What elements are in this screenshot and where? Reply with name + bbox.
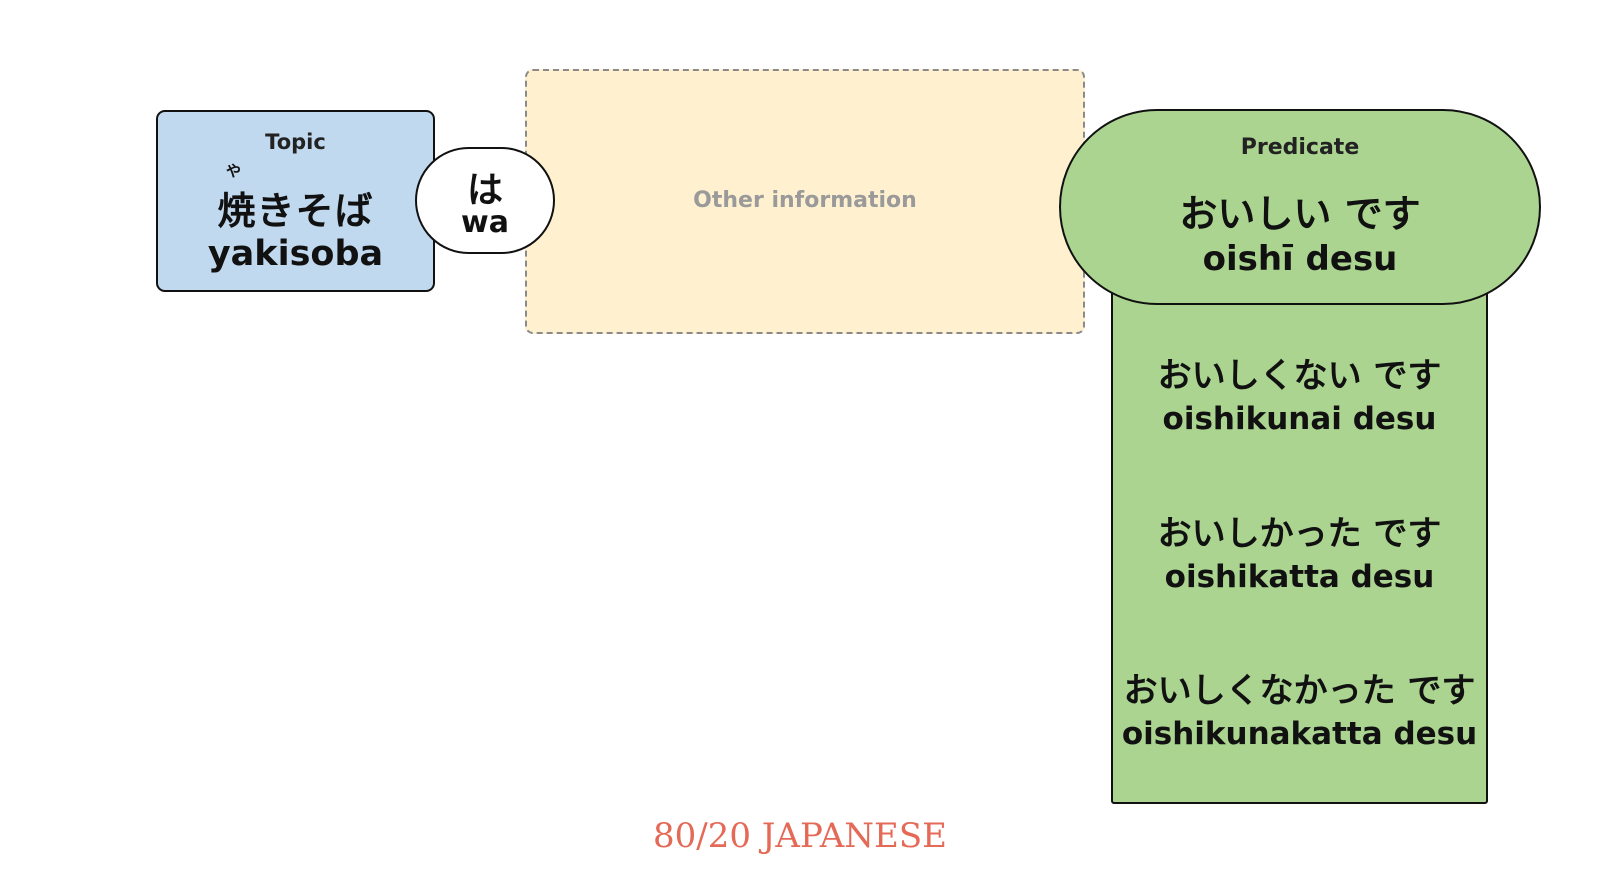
- brand-logo: 80/20 JAPANESE: [653, 816, 947, 856]
- predicate-box: Predicate おいしい です oishī desu: [1059, 109, 1541, 305]
- predicate-japanese: おいしい です: [1179, 192, 1421, 236]
- predicate-form-past-negative: おいしくなかった です oishikunakatta desu: [1107, 669, 1492, 755]
- form-japanese: おいしくない です: [1157, 356, 1442, 396]
- topic-label: Topic: [265, 130, 326, 154]
- predicate-forms-column: おいしくない です oishikunai desu おいしかった です oish…: [1111, 270, 1488, 804]
- predicate-label: Predicate: [1240, 135, 1360, 160]
- predicate-form-negative: おいしくない です oishikunai desu: [1107, 354, 1492, 440]
- predicate-romaji: oishī desu: [1202, 239, 1398, 279]
- other-information-box: Other information: [525, 69, 1085, 334]
- form-romaji: oishikunai desu: [1162, 401, 1437, 437]
- form-romaji: oishikunakatta desu: [1121, 716, 1478, 752]
- other-information-label: Other information: [693, 188, 917, 213]
- form-japanese: おいしかった です: [1157, 514, 1442, 554]
- topic-furigana: や: [226, 162, 242, 180]
- topic-romaji: yakisoba: [207, 234, 384, 274]
- particle-bubble: は wa: [415, 147, 555, 254]
- predicate-form-past: おいしかった です oishikatta desu: [1107, 512, 1492, 598]
- particle-romaji: wa: [461, 205, 509, 240]
- topic-box: Topic や 焼きそば yakisoba: [156, 110, 435, 292]
- form-japanese: おいしくなかった です: [1123, 671, 1476, 711]
- particle-japanese: は: [466, 170, 503, 211]
- topic-japanese: 焼きそば: [217, 189, 374, 233]
- form-romaji: oishikatta desu: [1164, 559, 1435, 595]
